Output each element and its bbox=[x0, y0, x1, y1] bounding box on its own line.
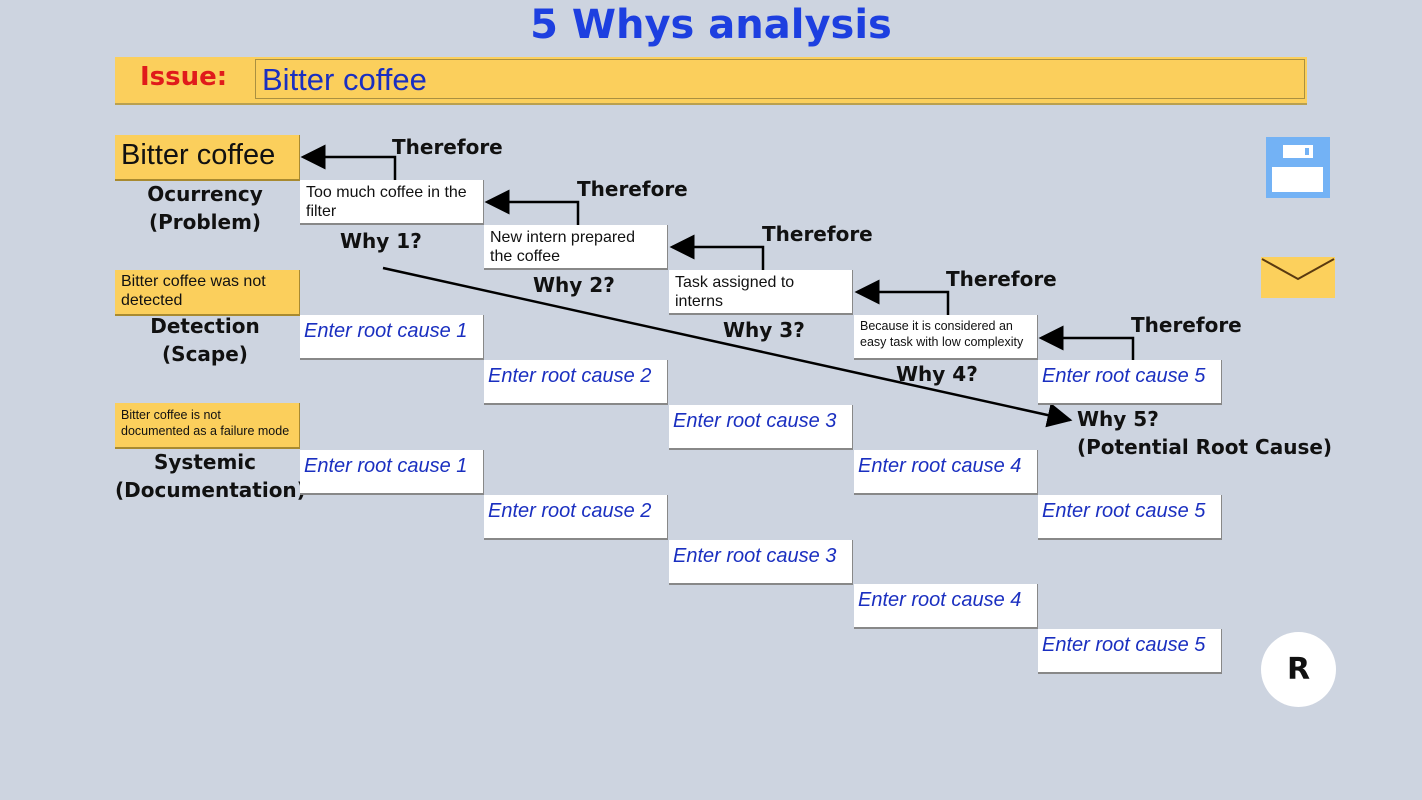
reset-button[interactable]: R bbox=[1261, 632, 1336, 707]
systemic-cause-5[interactable]: Enter root cause 5 bbox=[1038, 629, 1222, 674]
occurrence-label: Ocurrency (Problem) bbox=[115, 180, 295, 236]
detection-cause-2[interactable]: Enter root cause 2 bbox=[484, 360, 668, 405]
therefore-arrow-1 bbox=[300, 144, 397, 180]
therefore-label: Therefore bbox=[946, 267, 1057, 291]
systemic-box[interactable]: Bitter coffee is not documented as a fai… bbox=[115, 403, 300, 449]
issue-bar bbox=[115, 57, 1307, 105]
therefore-label: Therefore bbox=[577, 177, 688, 201]
detection-cause-1[interactable]: Enter root cause 1 bbox=[300, 315, 484, 360]
issue-label: Issue: bbox=[140, 62, 228, 92]
therefore-label: Therefore bbox=[392, 135, 503, 159]
detection-cause-3[interactable]: Enter root cause 3 bbox=[669, 405, 853, 450]
therefore-arrow-4 bbox=[854, 279, 950, 315]
why-3-label: Why 3? bbox=[723, 318, 805, 342]
floppy-body bbox=[1272, 167, 1323, 192]
issue-input[interactable]: Bitter coffee bbox=[255, 59, 1305, 99]
therefore-label: Therefore bbox=[1131, 313, 1242, 337]
systemic-cause-3[interactable]: Enter root cause 3 bbox=[669, 540, 853, 585]
occurrence-box[interactable]: Bitter coffee bbox=[115, 135, 300, 181]
save-icon[interactable] bbox=[1266, 137, 1330, 198]
detection-cause-4[interactable]: Enter root cause 4 bbox=[854, 450, 1038, 495]
why-5-box[interactable]: Enter root cause 5 bbox=[1038, 360, 1222, 405]
detection-box[interactable]: Bitter coffee was not detected bbox=[115, 270, 300, 316]
label-line: Ocurrency bbox=[147, 182, 263, 206]
why-2-box[interactable]: New intern prepared the coffee bbox=[484, 225, 668, 270]
therefore-arrow-3 bbox=[669, 234, 765, 270]
therefore-label: Therefore bbox=[762, 222, 873, 246]
detection-cause-5[interactable]: Enter root cause 5 bbox=[1038, 495, 1222, 540]
therefore-arrow-2 bbox=[484, 189, 580, 225]
email-icon[interactable] bbox=[1261, 257, 1335, 298]
why-1-label: Why 1? bbox=[340, 229, 422, 253]
why-1-box[interactable]: Too much coffee in the filter bbox=[300, 180, 484, 225]
why-5-label: Why 5? (Potential Root Cause) bbox=[1077, 405, 1332, 461]
systemic-cause-1[interactable]: Enter root cause 1 bbox=[300, 450, 484, 495]
why-4-box[interactable]: Because it is considered an easy task wi… bbox=[854, 315, 1038, 360]
diagonal-arrow bbox=[382, 266, 1073, 428]
systemic-cause-2[interactable]: Enter root cause 2 bbox=[484, 495, 668, 540]
label-line: (Scape) bbox=[162, 342, 248, 366]
floppy-slot bbox=[1305, 148, 1309, 155]
label-line: (Problem) bbox=[148, 210, 262, 234]
why-2-label: Why 2? bbox=[533, 273, 615, 297]
label-line: Systemic bbox=[153, 450, 257, 474]
label-line: Detection bbox=[150, 314, 260, 338]
label-line: Why 5? bbox=[1077, 407, 1159, 431]
label-line: (Documentation) bbox=[115, 478, 306, 502]
detection-label: Detection (Scape) bbox=[115, 312, 295, 368]
therefore-arrow-5 bbox=[1038, 325, 1135, 360]
why-4-label: Why 4? bbox=[896, 362, 978, 386]
page-title: 5 Whys analysis bbox=[530, 2, 892, 48]
systemic-label: Systemic (Documentation) bbox=[115, 448, 306, 504]
why-3-box[interactable]: Task assigned to interns bbox=[669, 270, 853, 315]
floppy-label bbox=[1283, 145, 1313, 158]
label-line: (Potential Root Cause) bbox=[1077, 435, 1333, 459]
systemic-cause-4[interactable]: Enter root cause 4 bbox=[854, 584, 1038, 629]
